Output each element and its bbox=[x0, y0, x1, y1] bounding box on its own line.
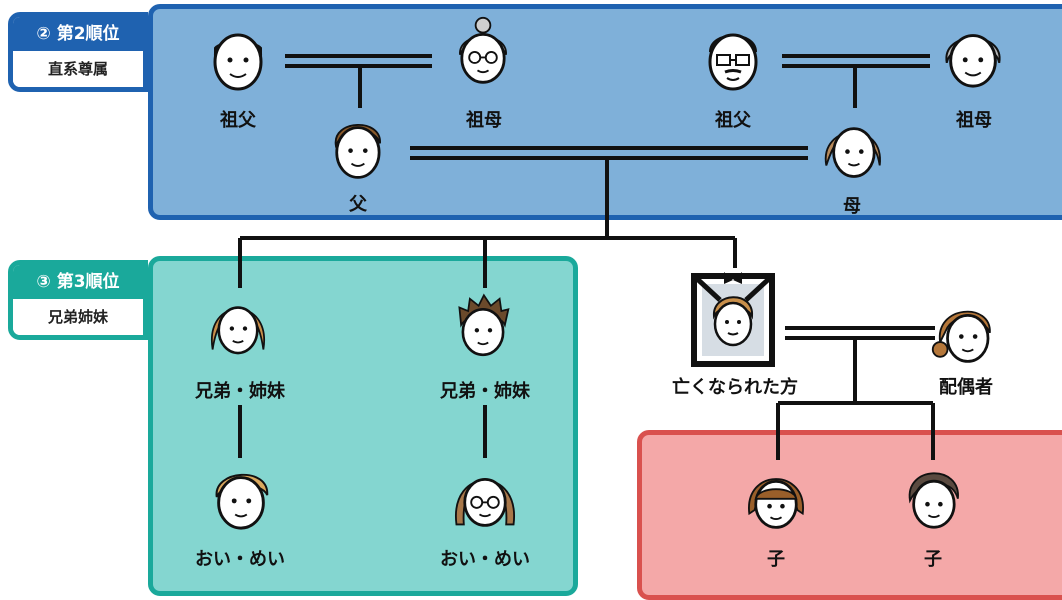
nephew-1-icon bbox=[215, 473, 269, 530]
child-1-icon bbox=[748, 478, 804, 529]
grandfather-paternal-label: 祖父 bbox=[220, 110, 256, 131]
grandfather-maternal-icon bbox=[708, 33, 758, 91]
deceased-label: 亡くなられた方 bbox=[672, 377, 798, 398]
grandmother-maternal-label: 祖母 bbox=[956, 110, 992, 131]
grandmother-maternal-icon bbox=[945, 34, 1001, 88]
rank3-tag-title: ③ 第3順位 bbox=[13, 265, 143, 299]
rank2-tag: ② 第2順位 直系尊属 bbox=[8, 12, 148, 92]
child-2-label: 子 bbox=[924, 549, 942, 570]
grandfather-maternal-label: 祖父 bbox=[715, 110, 751, 131]
family-tree-connectors bbox=[238, 54, 935, 460]
sibling-2-icon bbox=[458, 293, 510, 357]
mother-label: 母 bbox=[843, 196, 861, 217]
spouse-label: 配偶者 bbox=[939, 377, 993, 398]
rank3-tag-subtitle: 兄弟姉妹 bbox=[13, 299, 143, 335]
child-2-icon bbox=[908, 472, 959, 529]
nephew-2-label: おい・めい bbox=[440, 549, 530, 570]
nephew-2-icon bbox=[455, 477, 515, 527]
sibling-1-label: 兄弟・姉妹 bbox=[195, 381, 285, 402]
rank2-tag-subtitle: 直系尊属 bbox=[13, 51, 143, 87]
spouse-icon bbox=[931, 310, 991, 363]
nephew-1-label: おい・めい bbox=[195, 549, 285, 570]
grandmother-paternal-icon bbox=[459, 16, 507, 84]
grandfather-paternal-icon bbox=[213, 33, 263, 91]
father-icon bbox=[334, 124, 381, 179]
grandmother-paternal-label: 祖母 bbox=[466, 110, 502, 131]
sibling-1-icon bbox=[210, 306, 266, 355]
sibling-2-label: 兄弟・姉妹 bbox=[440, 381, 530, 402]
mother-icon bbox=[824, 127, 881, 178]
rank1-zone bbox=[637, 430, 1062, 600]
deceased-portrait-icon bbox=[691, 272, 775, 367]
rank3-tag: ③ 第3順位 兄弟姉妹 bbox=[8, 260, 148, 340]
child-1-label: 子 bbox=[767, 549, 785, 570]
rank2-tag-title: ② 第2順位 bbox=[13, 17, 143, 51]
father-label: 父 bbox=[349, 194, 367, 215]
